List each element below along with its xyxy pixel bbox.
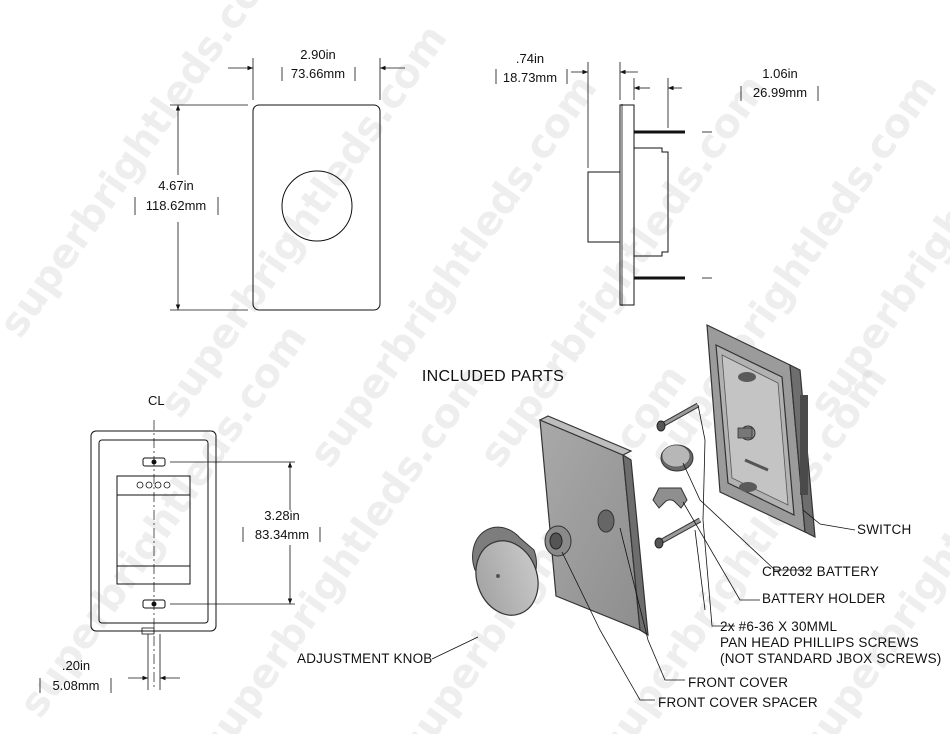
switch-body [116, 475, 191, 585]
label-front-cover-spacer: FRONT COVER SPACER [658, 695, 818, 710]
back-plate-outer [90, 430, 217, 632]
side-knob [587, 171, 621, 243]
label-adjustment-knob: ADJUSTMENT KNOB [297, 651, 433, 666]
width-mm-label: 73.66mm [291, 66, 345, 81]
knob-hole [281, 170, 353, 242]
battery-part [660, 444, 694, 472]
offset-in-label: .20in [62, 658, 90, 673]
included-parts-title: INCLUDED PARTS [422, 368, 564, 385]
height-in-label: 4.67in [158, 178, 193, 193]
side-switch-body [634, 147, 669, 257]
offset-mm-label: 5.08mm [53, 678, 100, 693]
plate-outline [252, 104, 381, 311]
led-dot [163, 481, 171, 489]
leader-lines [431, 404, 856, 701]
label-battery-holder: BATTERY HOLDER [762, 591, 886, 606]
width-in-label: 2.90in [300, 47, 335, 62]
label-battery: CR2032 BATTERY [762, 564, 879, 579]
label-screws-line1: 2x #6-36 X 30MML [720, 619, 838, 634]
switch-part [706, 324, 816, 539]
screw-length-in-label: 1.06in [762, 66, 797, 81]
led-dot [145, 481, 153, 489]
depth-mm-label: 18.73mm [503, 70, 557, 85]
screw-length-mm-label: 26.99mm [753, 85, 807, 100]
label-screws-line2: PAN HEAD PHILLIPS SCREWS [720, 635, 919, 650]
label-front-cover: FRONT COVER [688, 675, 788, 690]
battery-holder-part [652, 487, 688, 509]
included-parts: INCLUDED PARTS [297, 324, 941, 710]
led-dot [136, 481, 144, 489]
knob-part [472, 526, 539, 616]
led-dot [154, 481, 162, 489]
label-switch: SWITCH [857, 522, 911, 537]
front-cover-part [538, 415, 649, 637]
hole-spacing-in-label: 3.28in [264, 508, 299, 523]
back-plate-inner [98, 439, 209, 624]
screw-top [656, 402, 700, 432]
label-screws-line3: (NOT STANDARD JBOX SCREWS) [720, 651, 941, 666]
side-view: .74in 18.73mm 1.06in 26.99mm [495, 51, 819, 306]
height-mm-label: 118.62mm [146, 198, 206, 213]
centerline-label: CL [148, 393, 165, 408]
screw-bottom [654, 517, 702, 549]
front-view: 2.90in 73.66mm 4.67in 118.62mm [134, 47, 405, 311]
back-view: CL 3.28in 83.34mm .20in 5.08mm [39, 393, 321, 693]
hole-spacing-mm-label: 83.34mm [255, 527, 309, 542]
depth-in-label: .74in [516, 51, 544, 66]
